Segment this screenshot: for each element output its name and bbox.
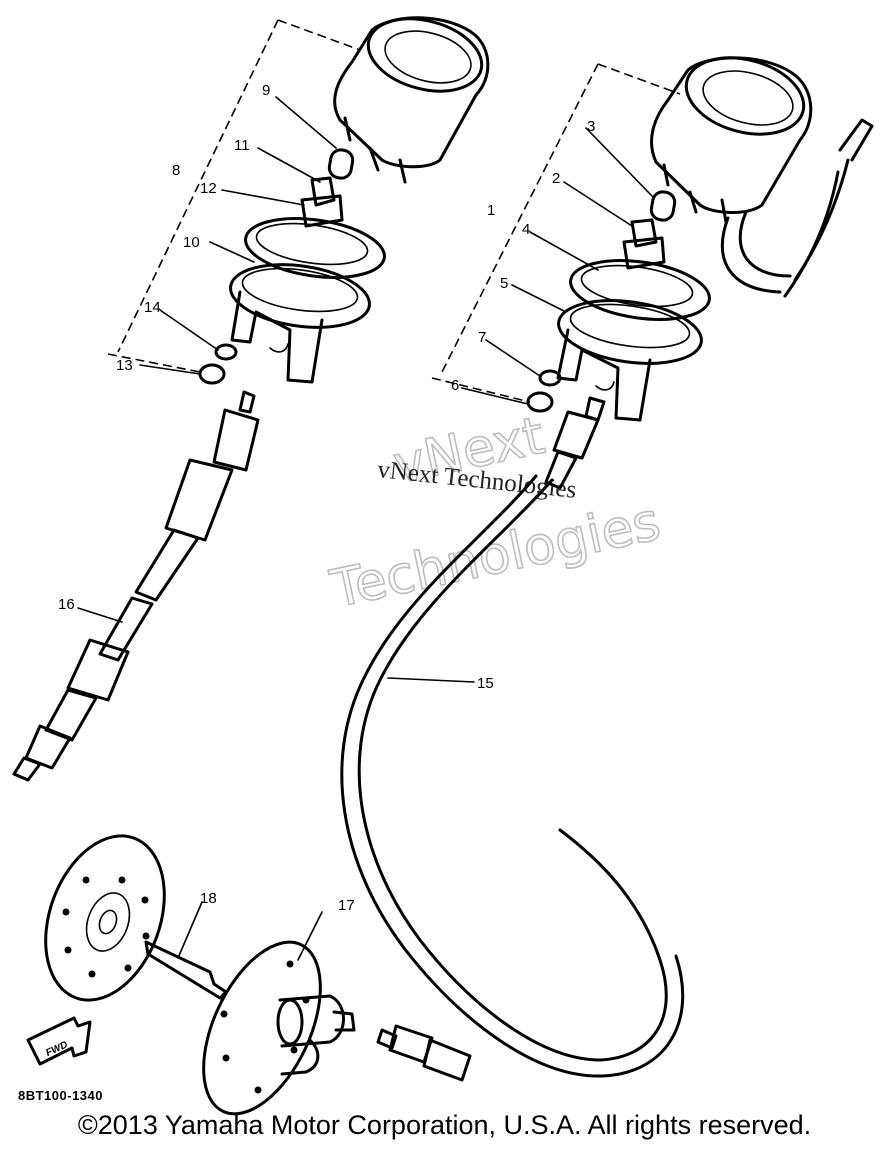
callout-8: 8 xyxy=(172,162,180,179)
leader-lines xyxy=(77,96,653,961)
right-nut xyxy=(526,391,554,413)
copyright-notice: ©2013 Yamaha Motor Corporation, U.S.A. A… xyxy=(77,1110,812,1140)
left-gauge-assembly xyxy=(107,16,490,385)
callout-14: 14 xyxy=(144,299,161,316)
callout-11: 11 xyxy=(234,137,250,154)
right-wire xyxy=(720,216,782,294)
callout-17: 17 xyxy=(338,897,355,914)
callout-12: 12 xyxy=(200,180,217,197)
left-gauge-body xyxy=(327,16,490,184)
left-washer xyxy=(214,343,238,361)
watermark-line-2: Technologies xyxy=(325,492,665,620)
brake-disc-hub xyxy=(44,834,166,1002)
speedometer-cable-15 xyxy=(340,396,685,1082)
callout-labels: 3 2 1 4 5 7 6 15 9 11 8 12 10 14 13 16 1… xyxy=(58,82,595,914)
right-gauge-body xyxy=(649,56,813,224)
right-bracket-ring xyxy=(569,259,711,321)
callout-5: 5 xyxy=(500,275,508,292)
callout-13: 13 xyxy=(116,357,133,374)
callout-16: 16 xyxy=(58,596,75,613)
right-gauge-assembly xyxy=(431,56,874,422)
watermark: vNext Technologies vNext Technologies xyxy=(325,405,667,621)
callout-10: 10 xyxy=(183,234,200,251)
left-nut xyxy=(198,363,226,385)
diagram-code: 8BT100-1340 xyxy=(18,1088,103,1103)
callout-15: 15 xyxy=(477,675,494,692)
callout-3: 3 xyxy=(587,118,595,135)
callout-18: 18 xyxy=(200,890,217,907)
meter-gear-unit-17 xyxy=(202,940,356,1116)
left-cable-16 xyxy=(12,390,260,782)
shaft-18 xyxy=(144,940,228,1000)
left-cushion xyxy=(229,263,371,329)
right-washer xyxy=(538,369,562,387)
callout-7: 7 xyxy=(478,329,486,346)
callout-4: 4 xyxy=(522,221,530,238)
fwd-arrow-icon: FWD xyxy=(26,1016,92,1066)
right-cushion xyxy=(557,299,703,365)
left-bracket xyxy=(230,290,324,384)
callout-6: 6 xyxy=(451,377,459,394)
left-bracket-ring xyxy=(244,217,386,279)
callout-2: 2 xyxy=(552,170,560,187)
callout-1: 1 xyxy=(487,202,495,219)
callout-9: 9 xyxy=(262,82,270,99)
